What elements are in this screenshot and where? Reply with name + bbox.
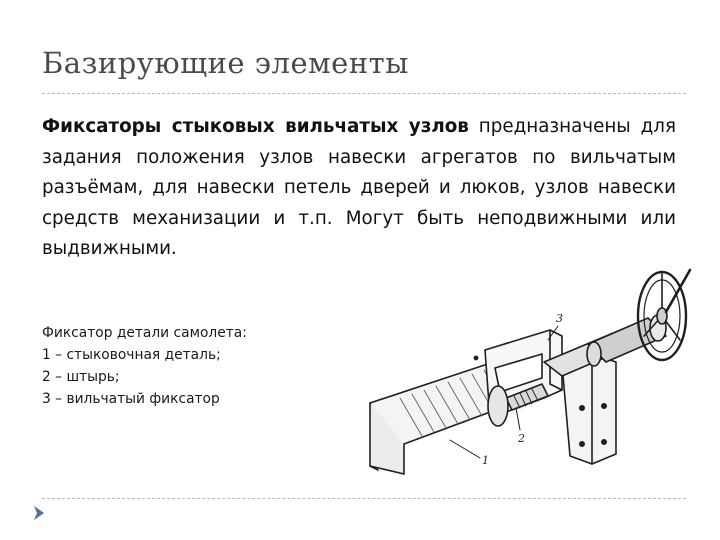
label-3: 3: [556, 312, 563, 325]
caption-item-1: 1 – стыковочная деталь;: [42, 347, 221, 363]
slide-title: Базирующие элементы: [42, 46, 409, 80]
paragraph-rest: предназначены для задания положения узло…: [42, 116, 676, 259]
fixture-drawing: 1 2 3: [369, 268, 692, 475]
label-2: 2: [517, 432, 525, 445]
caption-item-3: 3 – вильчатый фиксатор: [42, 391, 220, 407]
title-divider: [42, 93, 686, 94]
pin: [505, 383, 549, 411]
nav-arrow-icon[interactable]: [32, 504, 46, 522]
paragraph-bold-lead: Фиксаторы стыковых вильчатых узлов: [42, 116, 469, 137]
handwheel: [636, 270, 688, 362]
caption-item-2: 2 – штырь;: [42, 369, 120, 385]
footer-divider: [42, 498, 686, 499]
label-1: 1: [482, 454, 489, 467]
body-paragraph: Фиксаторы стыковых вильчатых узлов предн…: [42, 112, 676, 265]
figure-caption: Фиксатор детали самолета: 1 – стыковочна…: [42, 322, 342, 410]
caption-heading: Фиксатор детали самолета:: [42, 325, 247, 341]
